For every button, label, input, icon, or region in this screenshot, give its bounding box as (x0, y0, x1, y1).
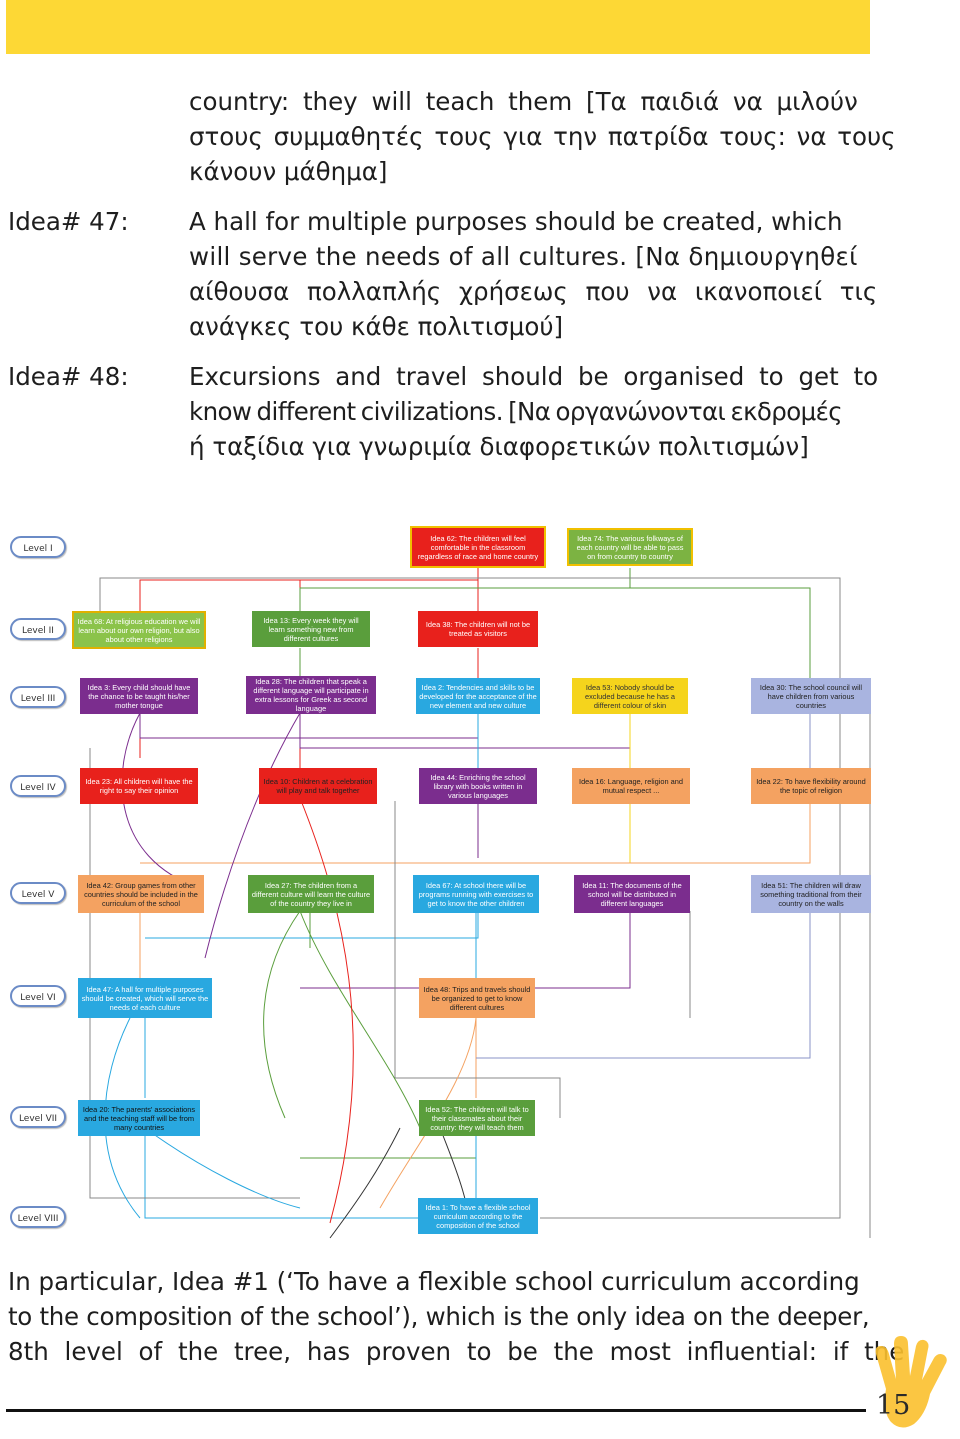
level-label: Level IV (10, 775, 66, 797)
idea-node: Idea 10: Children at a celebration will … (259, 768, 377, 804)
idea-node: Idea 47: A hall for multiple purposes sh… (78, 978, 212, 1018)
idea-node: Idea 67: At school there will be program… (413, 875, 539, 913)
idea-node: Idea 52: The children will talk to their… (419, 1100, 535, 1136)
text-line: will serve the needs of all cultures. [Ν… (189, 242, 858, 271)
idea-node: Idea 28: The children that speak a diffe… (246, 676, 376, 714)
idea-node: Idea 68: At religious education we will … (72, 611, 206, 649)
idea-node: Idea 3: Every child should have the chan… (80, 678, 198, 714)
text-line: know different civilizations. [Να οργανώ… (189, 397, 843, 426)
idea-node: Idea 62: The children will feel comforta… (410, 526, 546, 568)
body-paragraph: In particular, Idea #1 (‘To have a flexi… (8, 1264, 905, 1369)
level-label: Level II (10, 618, 66, 640)
text-line: Excursions and travel should be organise… (189, 362, 879, 391)
idea-node: Idea 1: To have a flexible school curric… (418, 1198, 538, 1234)
level-label: Level VII (10, 1106, 66, 1128)
idea-node: Idea 44: Enriching the school library wi… (419, 768, 537, 804)
text-line: country: they will teach them [Τα παιδιά… (189, 87, 858, 116)
hand-icon (875, 1336, 947, 1428)
idea-node: Idea 2: Tendencies and skills to be deve… (416, 678, 540, 714)
top-color-band (6, 0, 870, 54)
text-line: 8th level of the tree, has proven to be … (8, 1337, 905, 1366)
idea-node: Idea 11: The documents of the school wil… (574, 875, 690, 913)
text-line: ή ταξίδια για γνωριμία διαφορετικών πολι… (189, 432, 809, 461)
idea-node: Idea 22: To have flexibility around the … (751, 768, 871, 804)
idea-tree-diagram: Level I Level II Level III Level IV Leve… (0, 518, 880, 1243)
idea-node: Idea 42: Group games from other countrie… (78, 875, 204, 913)
page-number: 15 (876, 1390, 911, 1421)
idea-node: Idea 27: The children from a different c… (248, 875, 374, 913)
idea-node: Idea 16: Language, religion and mutual r… (572, 768, 690, 804)
footer-rule (6, 1409, 866, 1412)
connector-lines (89, 568, 871, 1239)
text-line: αίθουσα πολλαπλής χρήσεως που να ικανοπο… (189, 277, 878, 306)
level-label: Level I (10, 536, 66, 558)
idea-node: Idea 13: Every week they will learn some… (252, 611, 370, 647)
level-label: Level VI (10, 985, 66, 1007)
level-label: Level VIII (10, 1206, 66, 1228)
idea-node: Idea 38: The children will not be treate… (418, 611, 538, 647)
text-line: to the composition of the school’), whic… (8, 1302, 870, 1331)
text-line: κάνουν μάθημα] (189, 157, 388, 186)
text-line: In particular, Idea #1 (‘To have a flexi… (8, 1267, 860, 1296)
idea-text: Excursions and travel should be organise… (189, 359, 879, 464)
idea-node: Idea 74: The various folkways of each co… (567, 528, 693, 566)
idea-label: Idea# 47: (8, 207, 129, 236)
idea-node: Idea 23: All children will have the righ… (80, 768, 198, 804)
idea-node: Idea 53: Nobody should be excluded becau… (572, 678, 688, 714)
text-line: ανάγκες του κάθε πολιτισμού] (189, 312, 564, 341)
intro-paragraph: country: they will teach them [Τα παιδιά… (189, 84, 896, 189)
idea-node: Idea 20: The parents' associations and t… (78, 1100, 200, 1136)
text-line: A hall for multiple purposes should be c… (189, 207, 843, 236)
level-label: Level III (10, 686, 66, 708)
idea-text: A hall for multiple purposes should be c… (189, 204, 878, 344)
idea-label: Idea# 48: (8, 362, 129, 391)
idea-node: Idea 30: The school council will have ch… (751, 678, 871, 714)
idea-node: Idea 48: Trips and travels should be org… (419, 978, 535, 1018)
text-line: στους συμμαθητές τους για την πατρίδα το… (189, 122, 896, 151)
level-label: Level V (10, 882, 66, 904)
idea-node: Idea 51: The children will draw somethin… (751, 875, 871, 913)
